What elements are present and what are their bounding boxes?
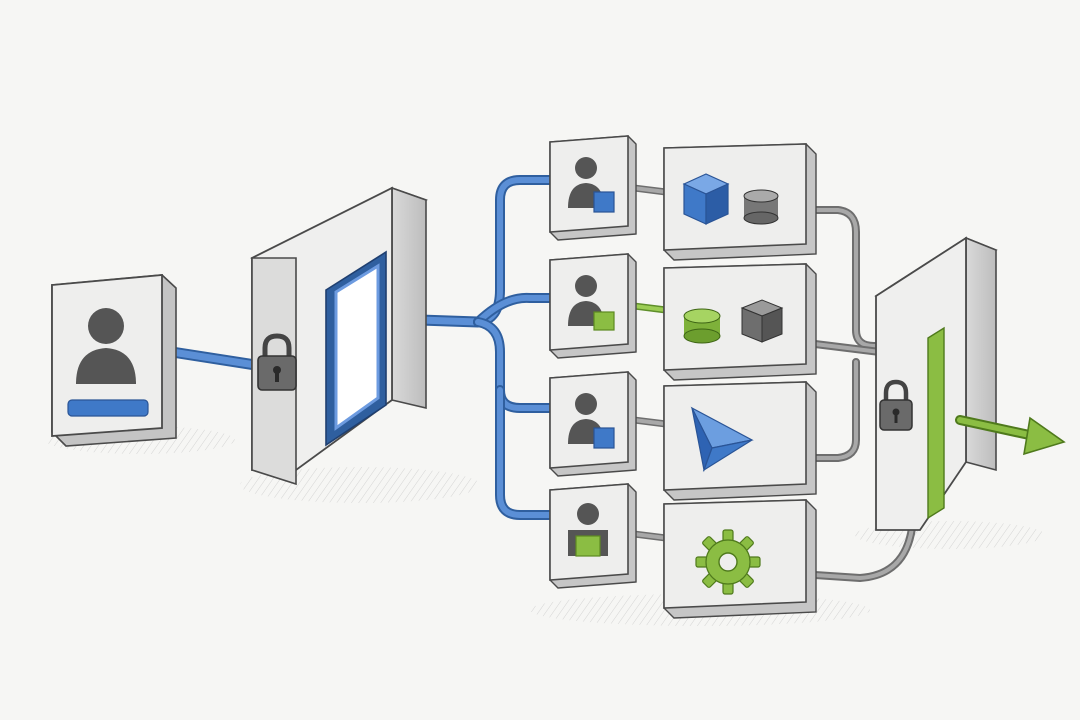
lock-icon: [257, 333, 297, 391]
role-badge-green-body: [575, 535, 601, 557]
entry-gateway: [250, 186, 429, 486]
blue-cube-icon: [682, 173, 730, 225]
green-arrow-icon: [955, 415, 1066, 456]
resource-cards: [663, 143, 817, 619]
role-card-1: [549, 135, 637, 241]
blue-prism-icon: [690, 406, 754, 473]
exit-gateway-slot: [927, 326, 945, 520]
user-icon: [76, 308, 136, 384]
user-icon: [568, 503, 608, 557]
gray-cube-icon: [740, 299, 784, 343]
resource-card-2: [663, 263, 817, 381]
role-badge-green: [593, 311, 615, 331]
role-badge-blue: [593, 191, 615, 213]
resource-card-1: [663, 143, 817, 261]
exit-gateway: [874, 236, 998, 531]
green-gear-icon: [695, 529, 761, 595]
green-cylinder-icon: [683, 308, 721, 344]
connector-branches-blue: [473, 175, 557, 520]
role-cards: [549, 135, 637, 589]
resource-card-3: [663, 381, 817, 501]
user-card: [51, 274, 177, 447]
connector-resources-to-exit: [811, 206, 916, 582]
user-card-accent-bar: [67, 399, 149, 417]
user-icon: [568, 393, 604, 444]
role-badge-blue: [593, 427, 615, 449]
resource-card-4: [663, 499, 817, 619]
role-card-2: [549, 253, 637, 359]
role-card-4: [549, 483, 637, 589]
gray-cylinder-icon: [743, 189, 779, 225]
lock-icon: [879, 379, 913, 431]
role-card-3: [549, 371, 637, 477]
connectors: [166, 175, 916, 582]
